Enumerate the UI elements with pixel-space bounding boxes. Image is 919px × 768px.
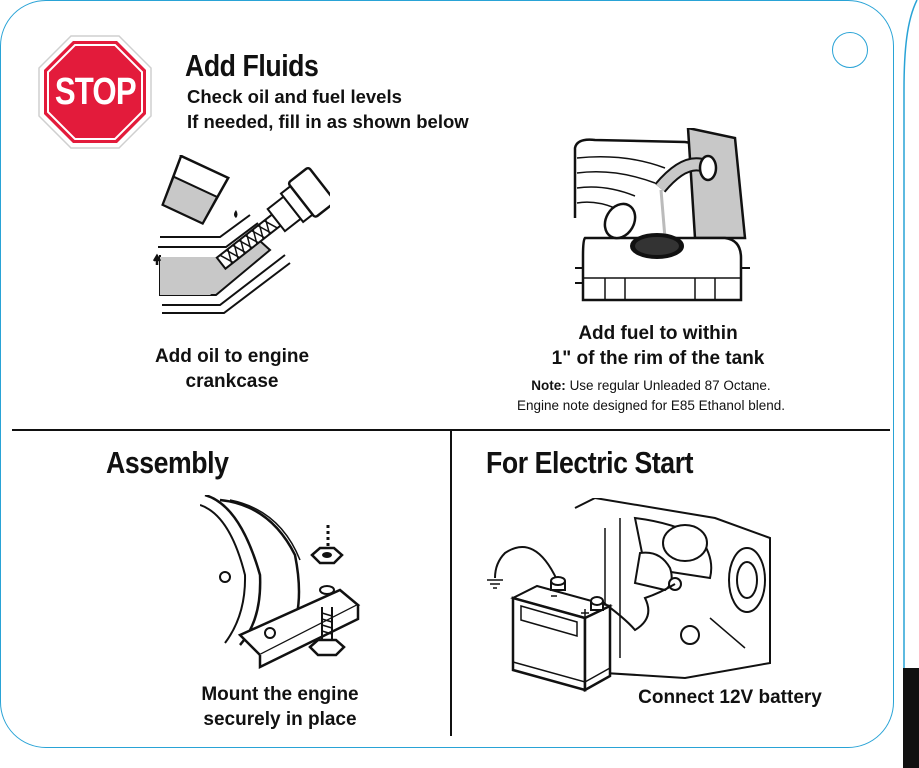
corner-circle xyxy=(832,32,868,68)
fuel-note-label: Note: xyxy=(531,378,566,393)
right-edge xyxy=(903,0,918,768)
electric-start-title: For Electric Start xyxy=(486,445,694,480)
fuel-note-line1: Note: Use regular Unleaded 87 Octane. xyxy=(498,376,804,395)
engine-mount-illustration xyxy=(200,495,361,670)
add-fluids-line2: If needed, fill in as shown below xyxy=(187,111,469,132)
battery-connection-illustration xyxy=(487,498,771,693)
add-fluids-line1: Check oil and fuel levels xyxy=(187,86,402,107)
oil-caption-line2: crankcase xyxy=(185,371,279,392)
fuel-note-text1: Use regular Unleaded 87 Octane. xyxy=(569,378,771,393)
add-fluids-title: Add Fluids xyxy=(185,48,319,83)
fuel-caption-line1: Add fuel to within xyxy=(578,323,738,344)
fuel-caption-line2: 1" of the rim of the tank xyxy=(551,348,765,369)
assembly-title: Assembly xyxy=(106,445,229,480)
electric-start-caption: Connect 12V battery xyxy=(638,687,822,708)
oil-caption-line1: Add oil to engine xyxy=(154,346,310,367)
fuel-tank-illustration xyxy=(573,128,750,302)
section-divider-vertical xyxy=(450,430,452,736)
stop-sign-text: STOP xyxy=(54,71,137,113)
assembly-caption-line2: securely in place xyxy=(203,709,357,730)
oil-crankcase-illustration xyxy=(152,155,330,314)
stop-sign-icon xyxy=(38,35,152,149)
black-tab xyxy=(903,668,919,768)
assembly-caption-line1: Mount the engine xyxy=(201,684,359,705)
fuel-note-line2: Engine note designed for E85 Ethanol ble… xyxy=(517,398,785,413)
